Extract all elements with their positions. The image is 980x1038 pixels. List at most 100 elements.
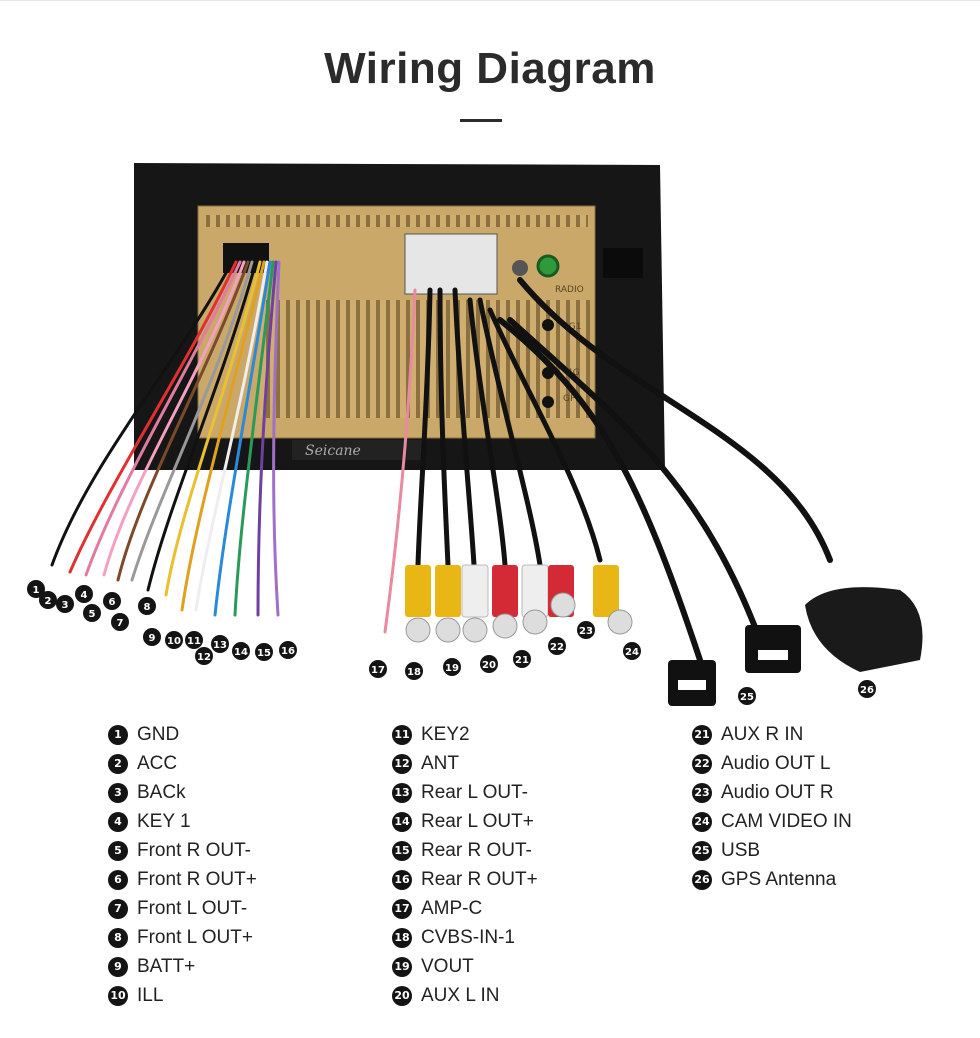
legend-item: 18 CVBS-IN-1 bbox=[392, 923, 672, 952]
legend-number-badge: 4 bbox=[108, 811, 128, 832]
gps-antenna bbox=[805, 587, 923, 672]
svg-text:22: 22 bbox=[550, 642, 564, 653]
legend-number-badge: 3 bbox=[108, 782, 128, 803]
svg-text:24: 24 bbox=[625, 647, 639, 658]
legend-item: 7 Front L OUT- bbox=[108, 894, 388, 923]
legend-number-badge: 21 bbox=[692, 724, 712, 745]
legend-number-badge: 18 bbox=[392, 927, 412, 948]
legend-label: Rear L OUT+ bbox=[421, 810, 534, 832]
port-label-gps: GPS bbox=[563, 394, 581, 404]
legend-item: 26 GPS Antenna bbox=[692, 865, 972, 894]
legend-label: Front L OUT+ bbox=[137, 926, 253, 948]
svg-text:3: 3 bbox=[62, 600, 69, 611]
legend-label: Rear R OUT- bbox=[421, 839, 532, 861]
legend-number-badge: 23 bbox=[692, 782, 712, 803]
legend-number-badge: 14 bbox=[392, 811, 412, 832]
legend-number-badge: 10 bbox=[108, 985, 128, 1006]
svg-text:16: 16 bbox=[281, 646, 295, 657]
svg-text:5: 5 bbox=[89, 609, 96, 620]
legend-item: 13 Rear L OUT- bbox=[392, 778, 672, 807]
legend-number-badge: 25 bbox=[692, 840, 712, 861]
legend-label: KEY 1 bbox=[137, 810, 191, 832]
legend-label: BACk bbox=[137, 781, 186, 803]
legend-item: 3 BACk bbox=[108, 778, 388, 807]
legend-number-badge: 13 bbox=[392, 782, 412, 803]
svg-text:8: 8 bbox=[144, 602, 151, 613]
svg-text:26: 26 bbox=[860, 685, 874, 696]
legend-number-badge: 15 bbox=[392, 840, 412, 861]
legend-item: 4 KEY 1 bbox=[108, 807, 388, 836]
legend-label: AMP-C bbox=[421, 897, 483, 919]
legend-label: Rear R OUT+ bbox=[421, 868, 538, 890]
legend-label: Front R OUT+ bbox=[137, 868, 257, 890]
svg-text:23: 23 bbox=[579, 626, 593, 637]
svg-text:12: 12 bbox=[197, 652, 211, 663]
wire-harness bbox=[50, 260, 833, 663]
legend-label: Front L OUT- bbox=[137, 897, 248, 919]
svg-text:15: 15 bbox=[257, 648, 271, 659]
svg-text:13: 13 bbox=[213, 640, 227, 651]
legend-item: 21 AUX R IN bbox=[692, 720, 972, 749]
legend-item: 9 BATT+ bbox=[108, 952, 388, 981]
legend-label: Front R OUT- bbox=[137, 839, 252, 861]
svg-text:7: 7 bbox=[117, 618, 124, 629]
legend-number-badge: 17 bbox=[392, 898, 412, 919]
rca-connectors bbox=[405, 564, 633, 643]
legend-label: AUX R IN bbox=[721, 723, 804, 745]
callout-numbers: 1 2 3 4 5 6 7 8 9 10 11 12 13 14 15 16 1… bbox=[27, 580, 876, 705]
svg-text:1: 1 bbox=[33, 585, 40, 596]
legend-label: CAM VIDEO IN bbox=[721, 810, 852, 832]
legend-label: CVBS-IN-1 bbox=[421, 926, 515, 948]
svg-text:2: 2 bbox=[45, 596, 52, 607]
svg-text:20: 20 bbox=[482, 660, 496, 671]
legend-item: 14 Rear L OUT+ bbox=[392, 807, 672, 836]
legend-label: BATT+ bbox=[137, 955, 196, 977]
svg-text:17: 17 bbox=[371, 665, 385, 676]
svg-text:14: 14 bbox=[234, 647, 248, 658]
legend-number-badge: 16 bbox=[392, 869, 412, 890]
brand-label: Seicane bbox=[305, 443, 361, 459]
legend-number-badge: 5 bbox=[108, 840, 128, 861]
legend-number-badge: 2 bbox=[108, 753, 128, 774]
legend-number-badge: 20 bbox=[392, 985, 412, 1006]
legend-number-badge: 7 bbox=[108, 898, 128, 919]
svg-text:25: 25 bbox=[740, 692, 754, 703]
legend-number-badge: 12 bbox=[392, 753, 412, 774]
legend-number-badge: 8 bbox=[108, 927, 128, 948]
svg-text:6: 6 bbox=[109, 597, 116, 608]
legend-label: Audio OUT L bbox=[721, 752, 831, 774]
legend-number-badge: 9 bbox=[108, 956, 128, 977]
legend-number-badge: 22 bbox=[692, 753, 712, 774]
legend-label: GND bbox=[137, 723, 180, 745]
legend-item: 16 Rear R OUT+ bbox=[392, 865, 672, 894]
top-divider bbox=[0, 0, 980, 1]
legend-number-badge: 11 bbox=[392, 724, 412, 745]
legend-item: 17 AMP-C bbox=[392, 894, 672, 923]
svg-text:21: 21 bbox=[515, 655, 529, 666]
title-underline bbox=[460, 119, 502, 122]
svg-text:11: 11 bbox=[187, 636, 201, 647]
svg-text:9: 9 bbox=[149, 633, 156, 644]
legend-label: ACC bbox=[137, 752, 178, 774]
page-title: Wiring Diagram bbox=[324, 44, 656, 93]
legend-label: ANT bbox=[421, 752, 459, 774]
svg-text:19: 19 bbox=[445, 663, 459, 674]
legend-label: GPS Antenna bbox=[721, 868, 837, 890]
legend-number-badge: 6 bbox=[108, 869, 128, 890]
svg-text:18: 18 bbox=[407, 667, 421, 678]
legend-number-badge: 26 bbox=[692, 869, 712, 890]
legend-item: 5 Front R OUT- bbox=[108, 836, 388, 865]
port-label-4g1: 4G1 bbox=[563, 322, 581, 332]
legend-label: Rear L OUT- bbox=[421, 781, 528, 803]
legend-item: 6 Front R OUT+ bbox=[108, 865, 388, 894]
